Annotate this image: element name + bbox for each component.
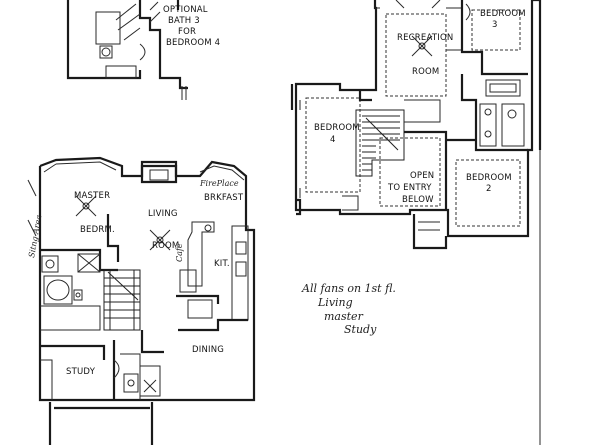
bedroom-3-label: BEDROOM [480, 9, 526, 19]
dining-label: DINING [192, 345, 224, 355]
fans-note-line-3: master [324, 310, 364, 323]
first-floor-plan [27, 156, 256, 445]
optional-bath-label-2: BATH 3 [168, 16, 200, 26]
recreation-room-label-2: ROOM [412, 67, 439, 77]
fireplace-label: FirePlace [199, 179, 239, 188]
recreation-room-label-1: RECREATION [397, 33, 453, 43]
open-to-entry-label-3: BELOW [402, 195, 434, 205]
bedroom-2-number: 2 [486, 184, 492, 194]
bedroom-3-number: 3 [492, 20, 498, 30]
fans-note-line-1: All fans on 1st fl. [301, 282, 396, 295]
fans-note-line-4: Study [344, 323, 377, 336]
optional-bath-label-3: FOR [178, 27, 196, 37]
fans-note-line-2: Living [317, 296, 353, 309]
optional-bath-plan [66, 0, 188, 100]
kitchen-label: KIT. [214, 259, 230, 269]
upper-floor-plan [290, 0, 542, 250]
master-bedroom-label-1: MASTER [74, 191, 110, 201]
optional-bath-label-1: OPTIONAL [163, 5, 208, 15]
cafe-label: Cafe [175, 243, 184, 262]
living-room-label-2: ROOM [152, 241, 179, 251]
open-to-entry-label-1: OPEN [410, 171, 434, 181]
master-bedroom-label-2: BEDRM. [80, 225, 115, 235]
study-label: STUDY [66, 367, 96, 377]
bedroom-2-label: BEDROOM [466, 173, 512, 183]
bedroom-4-number: 4 [330, 135, 336, 145]
optional-bath-label-4: BEDROOM 4 [166, 38, 220, 48]
bedroom-4-label: BEDROOM [314, 123, 360, 133]
breakfast-label: BRKFAST [204, 193, 244, 203]
living-room-label-1: LIVING [148, 209, 178, 219]
open-to-entry-label-2: TO ENTRY [387, 183, 432, 193]
